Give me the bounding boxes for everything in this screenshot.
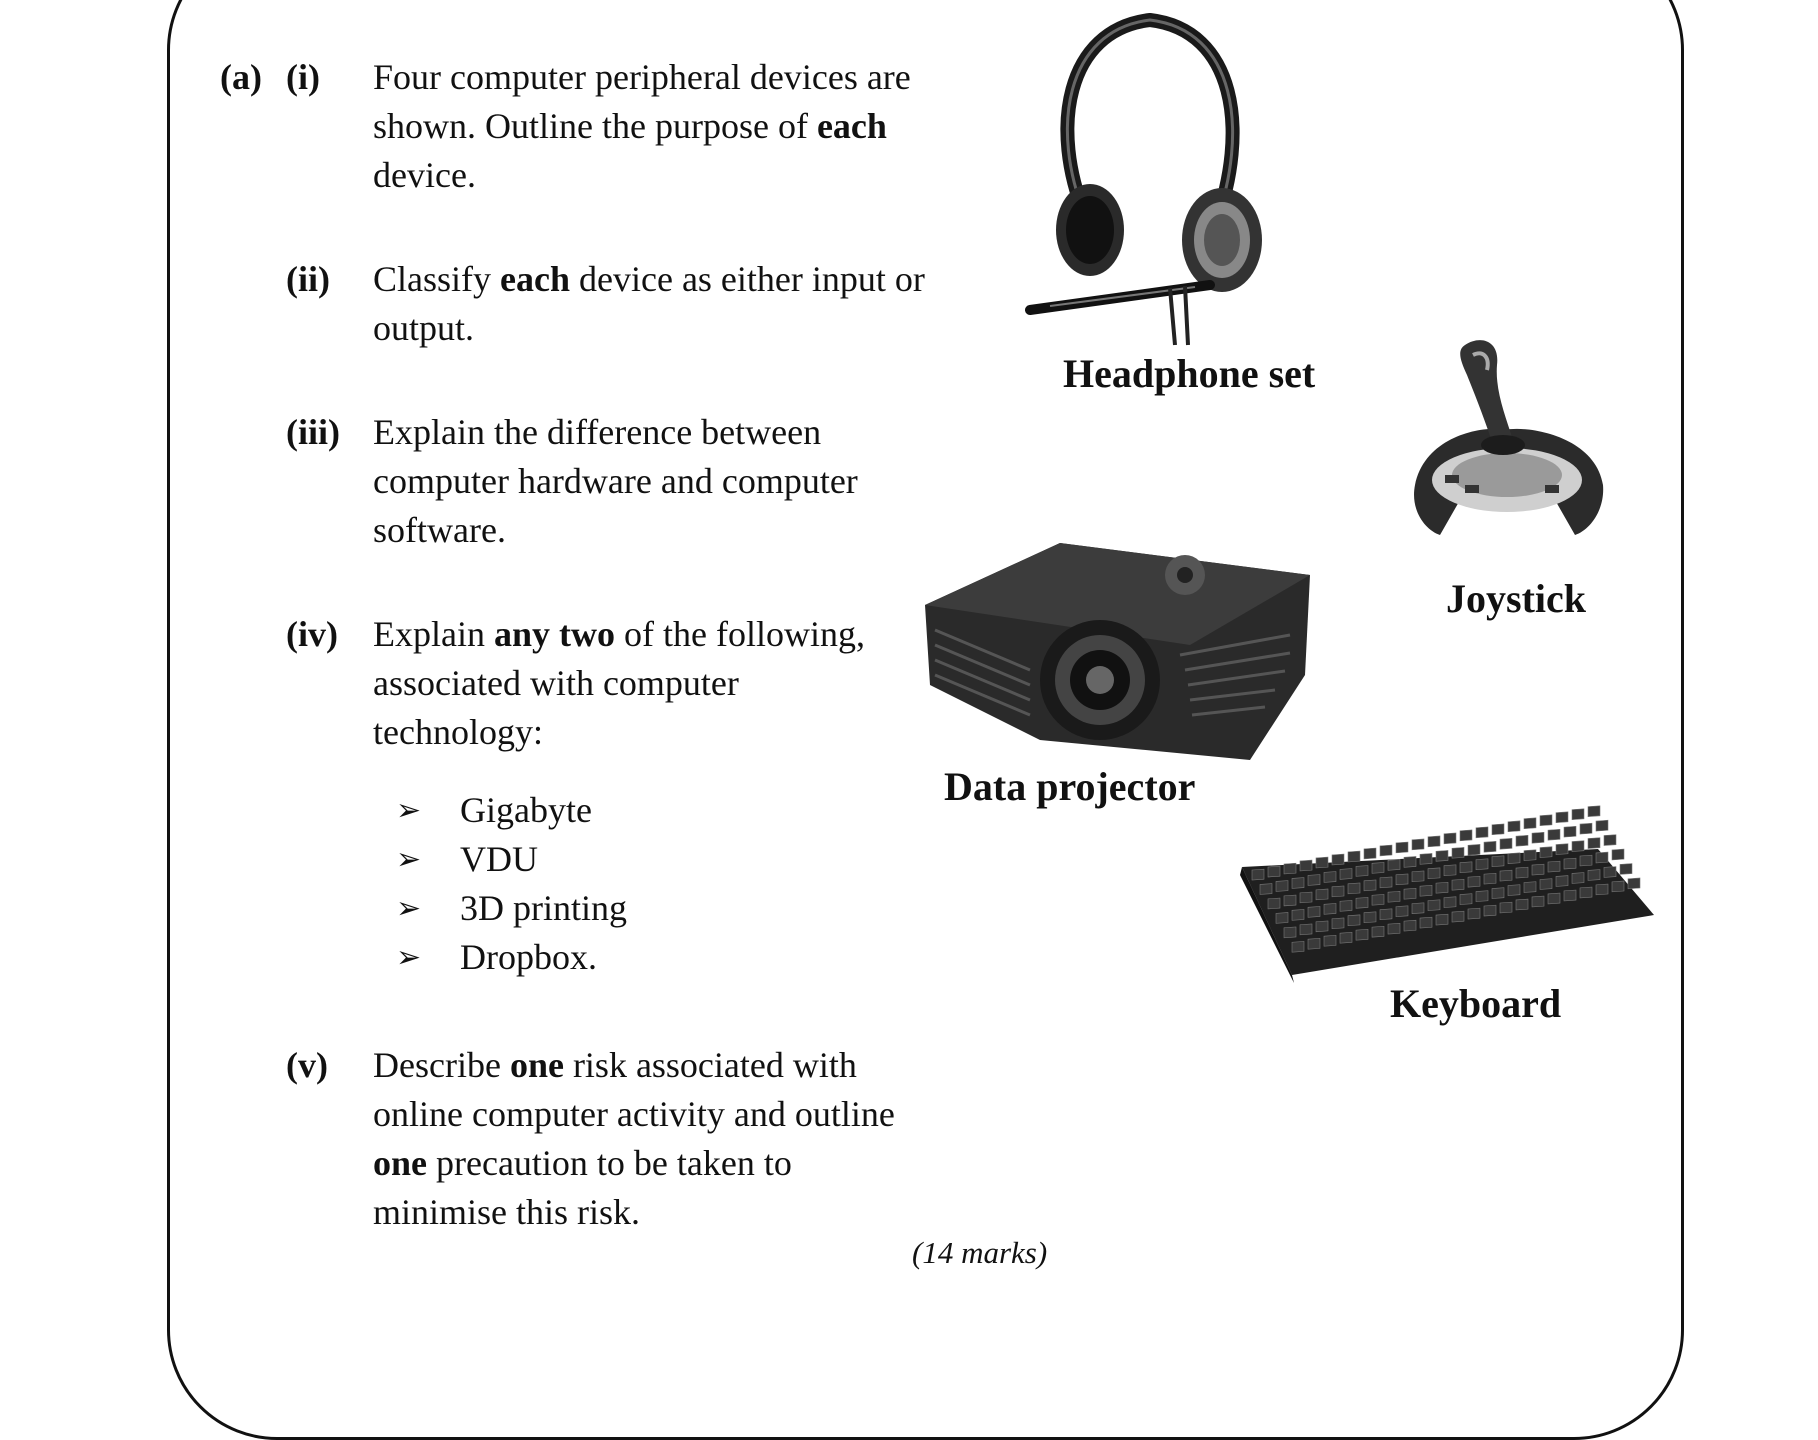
item-label-i: (i) xyxy=(286,57,320,97)
item-label-v: (v) xyxy=(286,1045,328,1085)
keyboard-icon xyxy=(1240,805,1654,983)
item-v-line-1: Describe one risk associated with xyxy=(373,1045,857,1085)
device-caption: Keyboard xyxy=(1390,981,1562,1026)
item-iii-line-2: computer hardware and computer xyxy=(373,461,858,501)
item-label-iv: (iv) xyxy=(286,614,338,654)
bullet-arrow-icon: ➢ xyxy=(396,794,422,827)
bullet-arrow-icon: ➢ xyxy=(396,892,422,925)
bullet-arrow-icon: ➢ xyxy=(396,843,422,876)
item-iv-line-3: technology: xyxy=(373,712,543,752)
headphone-icon xyxy=(1025,12,1262,346)
device-caption: Headphone set xyxy=(1063,351,1316,396)
item-v-line-4: minimise this risk. xyxy=(373,1192,641,1232)
bullet-item: 3D printing xyxy=(460,888,627,928)
item-v-line-2: online computer activity and outline xyxy=(373,1094,895,1134)
bullet-item: Gigabyte xyxy=(460,790,592,830)
item-iv-line-1: Explain any two of the following, xyxy=(373,614,865,654)
marks-label: (14 marks) xyxy=(912,1235,1048,1270)
joystick-icon xyxy=(1414,340,1604,535)
part-label: (a) xyxy=(220,57,262,97)
item-ii-line-1: Classify each device as either input or xyxy=(373,259,925,299)
item-i-line-2: shown. Outline the purpose of each xyxy=(373,106,887,146)
item-iii-line-1: Explain the difference between xyxy=(373,412,822,452)
bullet-arrow-icon: ➢ xyxy=(396,941,422,974)
device-caption: Joystick xyxy=(1446,576,1586,621)
device-caption: Data projector xyxy=(944,764,1196,809)
item-i-line-1: Four computer peripheral devices are xyxy=(373,57,911,97)
projector-icon xyxy=(925,543,1310,760)
item-i-line-3: device. xyxy=(373,155,476,195)
item-label-ii: (ii) xyxy=(286,259,330,299)
bullet-item: Dropbox. xyxy=(460,937,597,977)
item-v-line-3: one precaution to be taken to xyxy=(373,1143,792,1183)
item-ii-line-2: output. xyxy=(373,308,475,348)
bullet-item: VDU xyxy=(460,839,538,879)
item-iv-line-2: associated with computer xyxy=(373,663,739,703)
item-iii-line-3: software. xyxy=(373,510,506,550)
item-label-iii: (iii) xyxy=(286,412,340,452)
